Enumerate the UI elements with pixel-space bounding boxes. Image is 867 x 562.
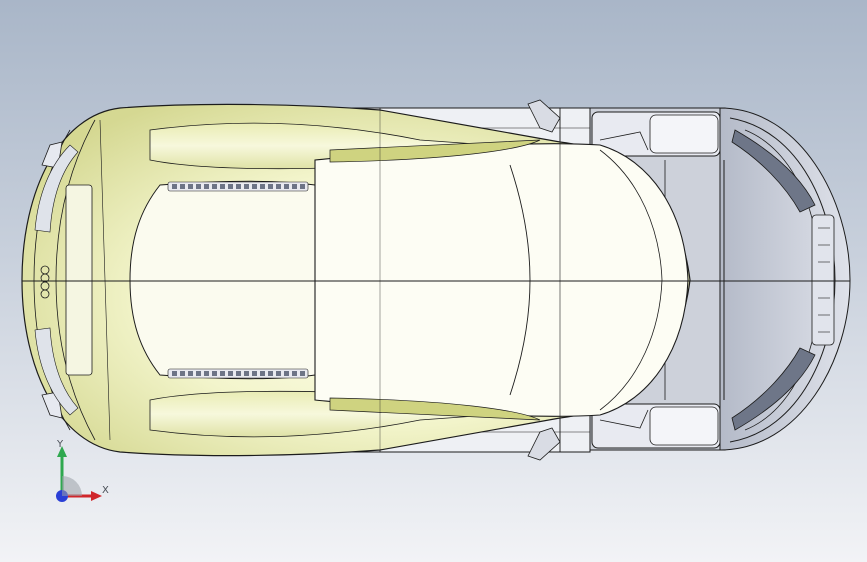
hood-vent-strip-top xyxy=(167,181,309,192)
side-window-bottom[interactable] xyxy=(329,397,541,421)
y-axis-arrow xyxy=(57,446,67,457)
brand-logo-rings xyxy=(40,265,50,299)
y-axis-label: Y xyxy=(57,439,64,450)
hood-vent-strip-bottom xyxy=(167,368,309,379)
headlight-bottom[interactable] xyxy=(34,327,79,419)
coordinate-triad: Y X xyxy=(40,440,120,510)
rear-light-top[interactable] xyxy=(731,129,816,213)
rear-light-bottom[interactable] xyxy=(731,347,816,431)
triad-axes xyxy=(56,446,102,502)
hood-vent[interactable] xyxy=(65,184,93,376)
headlight-top[interactable] xyxy=(34,141,79,233)
cabin-roof[interactable] xyxy=(314,143,689,417)
x-axis-label: X xyxy=(102,485,109,496)
rear-fender-bottom[interactable] xyxy=(591,403,721,449)
x-axis-arrow xyxy=(91,491,102,501)
side-window-top[interactable] xyxy=(329,139,541,163)
rear-window-line xyxy=(599,149,663,411)
rear-diffuser[interactable] xyxy=(811,214,835,346)
mirror-bottom[interactable] xyxy=(527,427,561,461)
windshield-line xyxy=(509,164,531,396)
rear-fender-top[interactable] xyxy=(591,111,721,157)
triad-base xyxy=(62,476,82,496)
hood-panel[interactable] xyxy=(129,180,316,380)
mirror-top[interactable] xyxy=(527,99,561,133)
